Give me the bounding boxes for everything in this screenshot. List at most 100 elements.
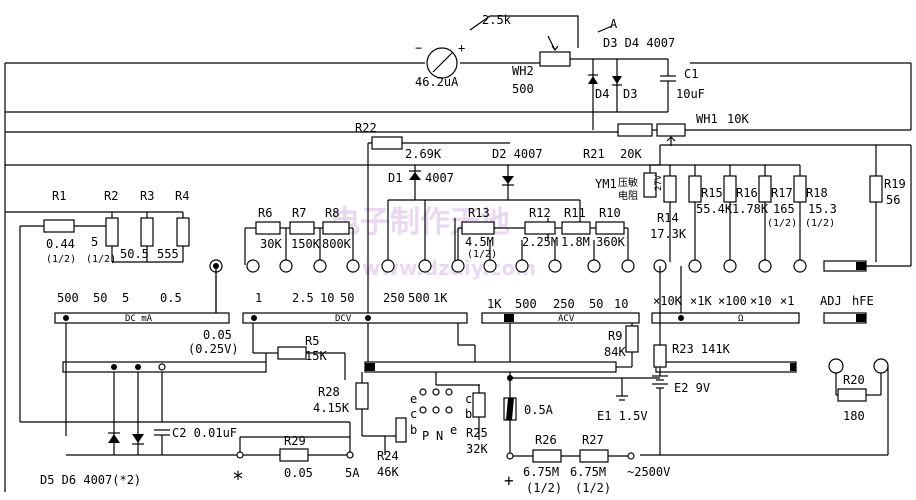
battery-e1-label: E1 1.5V: [597, 409, 648, 423]
terminal-dcv-500[interactable]: [418, 259, 432, 273]
ohm-tick-2: ×1K: [690, 294, 712, 308]
r11-resistor: [561, 221, 591, 235]
d5d6-label: D5 D6 4007(*2): [40, 473, 141, 487]
r20-terminal-right[interactable]: [873, 358, 889, 374]
r6-label: R6: [258, 206, 272, 220]
varistor-label-1: 压敏: [618, 176, 638, 189]
terminal-plus-jack[interactable]: [506, 452, 514, 460]
acv-tick-1: 1K: [487, 297, 502, 311]
r20-value: 180: [843, 409, 865, 423]
r19-value: 56: [886, 193, 900, 207]
diode-d1-icon: [409, 172, 421, 180]
terminal-star[interactable]: [236, 451, 244, 459]
terminal-ohm-x1k[interactable]: [688, 259, 702, 273]
point-a-label: A: [610, 17, 618, 31]
r29-resistor: [279, 448, 309, 462]
terminal-ohm-x100[interactable]: [723, 259, 737, 273]
switch-bars: DC mA DCV ACV Ω: [54, 260, 912, 324]
r28-value: 4.15K: [313, 401, 350, 415]
r5-label: R5: [305, 334, 319, 348]
ohm-tick-1: ×10K: [653, 294, 683, 308]
r17-note: (1/2): [767, 218, 797, 229]
r18-label: R18: [806, 186, 828, 200]
socket-e-bottom: e: [450, 423, 457, 437]
dcv-tick-3: 10: [320, 291, 334, 305]
diode-d3-icon: [612, 76, 622, 84]
range-labels: 500 50 5 0.5 1 2.5 10 50 250 500 1K 1K 5…: [57, 291, 874, 356]
meter-minus: −: [415, 41, 422, 55]
terminal-dcv-1k[interactable]: [451, 259, 465, 273]
wh2-value: 500: [512, 82, 534, 96]
terminal-dcv-250[interactable]: [381, 259, 395, 273]
r20-label: R20: [843, 373, 865, 387]
r25-value: 32K: [466, 442, 488, 456]
r17-value: 165: [773, 202, 795, 216]
socket-c-mid: c: [410, 407, 417, 421]
r5-value: 15K: [305, 349, 327, 363]
r4-label: R4: [175, 189, 189, 203]
r27-resistor: [579, 449, 609, 463]
terminal-dcv-10[interactable]: [313, 259, 327, 273]
meter-section: − + 46.2uA 2.5k A D3 D4 4007 WH2 500 D4 …: [4, 13, 705, 492]
r14-resistor: [663, 175, 677, 203]
dcma-tick-4: 0.5: [160, 291, 182, 305]
terminal-acv-10[interactable]: [621, 259, 635, 273]
r19-resistor: [869, 175, 883, 203]
terminal-ohm-x1[interactable]: [793, 259, 807, 273]
r6-value: 30K: [260, 237, 282, 251]
r9-resistor: [625, 325, 639, 353]
terminal-acv-50[interactable]: [587, 259, 601, 273]
diode-d5-icon: [108, 434, 120, 443]
r13-resistor: [461, 221, 495, 235]
battery-switch-bar[interactable]: [655, 361, 797, 373]
terminal-acv-1k[interactable]: [483, 259, 497, 273]
ohm-tick-3: ×100: [718, 294, 747, 308]
terminal-dcv-1[interactable]: [246, 259, 260, 273]
terminal-2500v[interactable]: [627, 452, 635, 460]
ohm-title: Ω: [738, 314, 744, 324]
r11-value: 1.8M: [561, 235, 590, 249]
acv-switch-bar[interactable]: [481, 312, 640, 324]
terminal-acv-500[interactable]: [515, 259, 529, 273]
r21-value: 20K: [620, 147, 642, 161]
acv-tick-2: 500: [515, 297, 537, 311]
r1-value: 0.44: [46, 237, 75, 251]
dcv-switch-bar[interactable]: [242, 312, 468, 324]
r3-resistor: [140, 217, 154, 247]
r16-resistor: [723, 175, 737, 203]
r10-resistor: [595, 221, 625, 235]
r20-terminal-left[interactable]: [828, 358, 844, 374]
dcma-switch-bar[interactable]: [54, 312, 230, 324]
r13-value: 4.5M: [465, 235, 494, 249]
r27-note: (1/2): [575, 481, 611, 495]
ohm-switch-bar[interactable]: [651, 312, 800, 324]
r20-resistor: [837, 388, 867, 402]
main-switch-bar[interactable]: [364, 361, 617, 373]
ohm-tick-5: ×1: [780, 294, 794, 308]
terminal-dcv-2-5[interactable]: [279, 259, 293, 273]
r14-value: 17.3K: [650, 227, 687, 241]
dcma-tick-1: 500: [57, 291, 79, 305]
ac2500-label: ~2500V: [627, 465, 670, 479]
r16-value: 1.78K: [732, 202, 769, 216]
terminal-ohm-x10[interactable]: [758, 259, 772, 273]
terminal-acv-250[interactable]: [548, 259, 562, 273]
wh1-value: 10K: [727, 112, 749, 126]
r22-label: R22: [355, 121, 377, 135]
r26-resistor: [532, 449, 562, 463]
r16-label: R16: [736, 186, 758, 200]
dcma-tick-3: 5: [122, 291, 129, 305]
r8-value: 800K: [322, 237, 352, 251]
meter-value: 46.2uA: [415, 75, 459, 89]
r15-resistor: [688, 175, 702, 203]
r29-value: 0.05: [284, 466, 313, 480]
varistor-voltage: 27V: [654, 174, 664, 191]
r21-label: R21: [583, 147, 605, 161]
dcv-tick-2: 2.5: [292, 291, 314, 305]
r7-resistor: [289, 221, 315, 235]
lower-bars: [62, 361, 797, 373]
plus-label: +: [504, 471, 514, 490]
terminal-dcv-50[interactable]: [346, 259, 360, 273]
r13-note: (1/2): [467, 249, 497, 260]
terminal-5a[interactable]: [346, 451, 354, 459]
